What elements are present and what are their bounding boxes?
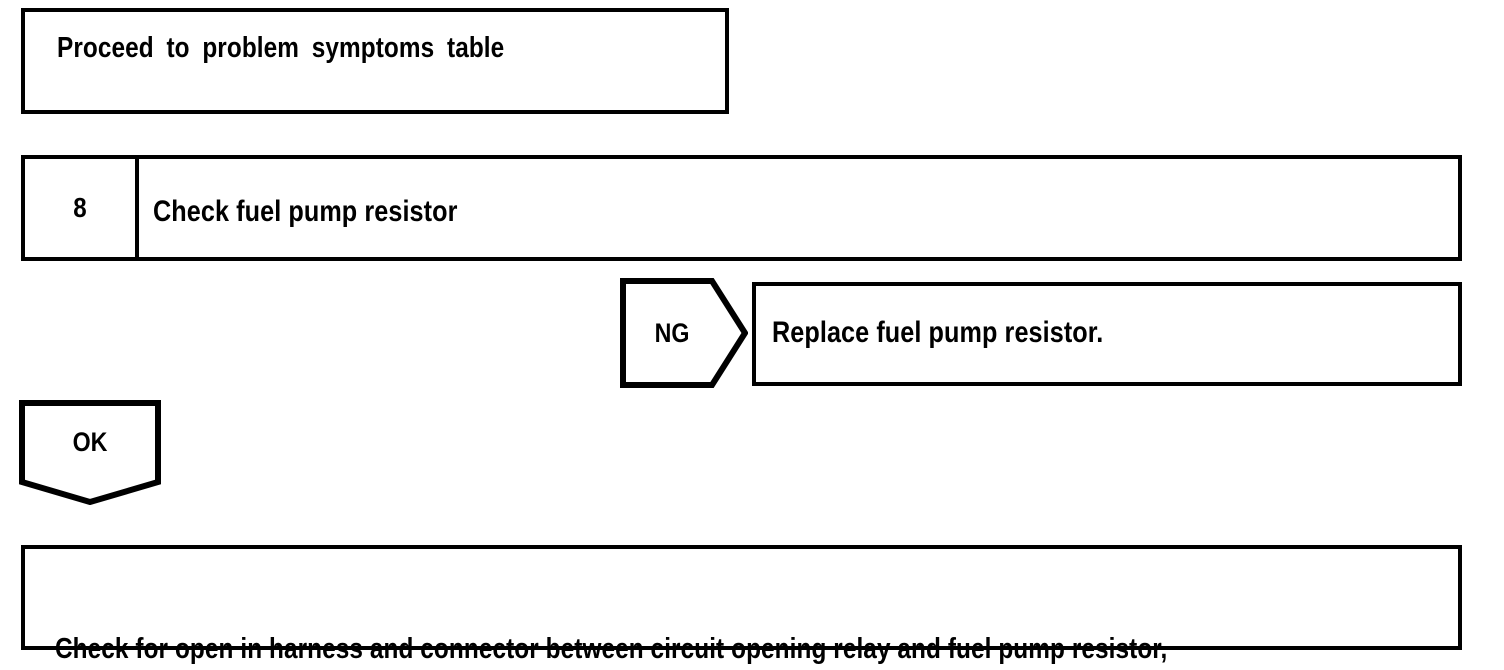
step-number: 8	[73, 192, 87, 223]
node-replace-label: Replace fuel pump resistor.	[772, 316, 1104, 349]
ng-arrow-connector: NG	[620, 278, 748, 388]
node-step-8: 8 Check fuel pump resistor	[21, 155, 1462, 261]
ng-arrow-shape	[620, 278, 748, 388]
node-check-open-in-harness: Check for open in harness and connector …	[21, 545, 1462, 665]
ng-label: NG	[654, 317, 690, 348]
step-cell-divider	[135, 159, 139, 257]
ok-arrow-connector: OK	[19, 400, 161, 505]
node-check-open-line-1: Check for open in harness and connector …	[55, 633, 1168, 665]
step-title: Check fuel pump resistor	[153, 195, 458, 228]
ok-arrow-shape	[19, 400, 161, 505]
node-proceed-to-problem-symptoms-table: Proceed to problem symptoms table	[21, 8, 729, 114]
node-proceed-label: Proceed to problem symptoms table	[57, 32, 505, 64]
node-check-open-label: Check for open in harness and connector …	[55, 569, 1167, 670]
ok-label: OK	[72, 426, 108, 457]
node-replace-fuel-pump-resistor: Replace fuel pump resistor.	[752, 282, 1462, 386]
